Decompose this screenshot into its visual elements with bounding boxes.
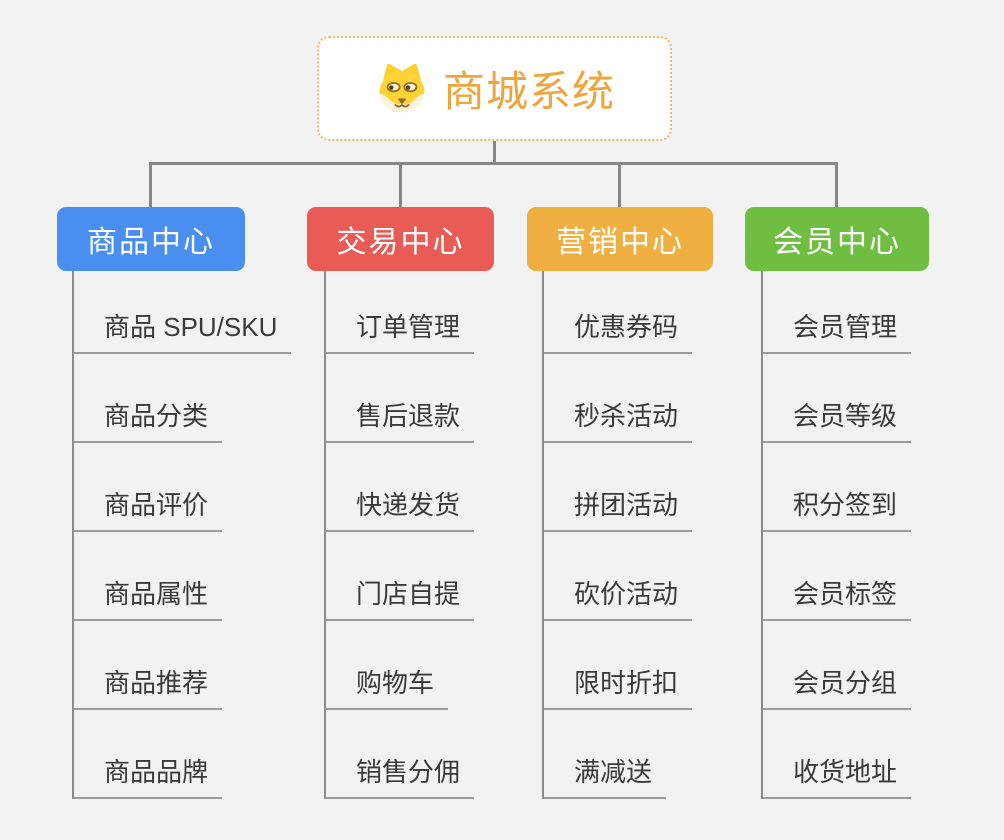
connector-root-stem (493, 141, 496, 163)
child-topic[interactable]: 积分签到 (763, 443, 912, 532)
dog-face-icon (379, 63, 425, 112)
child-topic[interactable]: 商品评价 (74, 443, 223, 532)
child-topic[interactable]: 商品分类 (74, 354, 223, 443)
connector-drop-marketing (618, 162, 621, 208)
child-topic[interactable]: 会员等级 (763, 354, 912, 443)
child-topic[interactable]: 会员分组 (763, 621, 912, 710)
connector-drop-trade (399, 162, 402, 208)
connector-horizontal-bus (149, 162, 838, 165)
branch-node-member-center[interactable]: 会员中心 (745, 207, 929, 271)
children-product-center: 商品 SPU/SKU 商品分类 商品评价 商品属性 商品推荐 商品品牌 (72, 271, 292, 799)
branch-node-product-center[interactable]: 商品中心 (57, 207, 245, 271)
child-topic[interactable]: 限时折扣 (544, 621, 693, 710)
child-topic[interactable]: 会员管理 (763, 271, 912, 354)
child-topic[interactable]: 会员标签 (763, 532, 912, 621)
child-topic[interactable]: 商品属性 (74, 532, 223, 621)
branch-node-trade-center[interactable]: 交易中心 (307, 207, 494, 271)
root-title: 商城系统 (442, 68, 615, 115)
child-topic[interactable]: 满减送 (544, 710, 667, 799)
child-topic[interactable]: 购物车 (326, 621, 449, 710)
child-topic[interactable]: 砍价活动 (544, 532, 693, 621)
child-topic[interactable]: 商品 SPU/SKU (74, 271, 292, 354)
connector-drop-member (835, 162, 838, 208)
children-marketing-center: 优惠券码 秒杀活动 拼团活动 砍价活动 限时折扣 满减送 (542, 271, 693, 799)
branch-node-marketing-center[interactable]: 营销中心 (527, 207, 713, 271)
root-node[interactable]: 商城系统 (317, 36, 672, 141)
children-trade-center: 订单管理 售后退款 快递发货 门店自提 购物车 销售分佣 (324, 271, 475, 799)
child-topic[interactable]: 商品品牌 (74, 710, 223, 799)
child-topic[interactable]: 优惠券码 (544, 271, 693, 354)
child-topic[interactable]: 订单管理 (326, 271, 475, 354)
child-topic[interactable]: 收货地址 (763, 710, 912, 799)
child-topic[interactable]: 销售分佣 (326, 710, 475, 799)
children-member-center: 会员管理 会员等级 积分签到 会员标签 会员分组 收货地址 (761, 271, 912, 799)
child-topic[interactable]: 快递发货 (326, 443, 475, 532)
child-topic[interactable]: 门店自提 (326, 532, 475, 621)
connector-drop-product (149, 162, 152, 208)
child-topic[interactable]: 商品推荐 (74, 621, 223, 710)
child-topic[interactable]: 秒杀活动 (544, 354, 693, 443)
child-topic[interactable]: 售后退款 (326, 354, 475, 443)
child-topic[interactable]: 拼团活动 (544, 443, 693, 532)
